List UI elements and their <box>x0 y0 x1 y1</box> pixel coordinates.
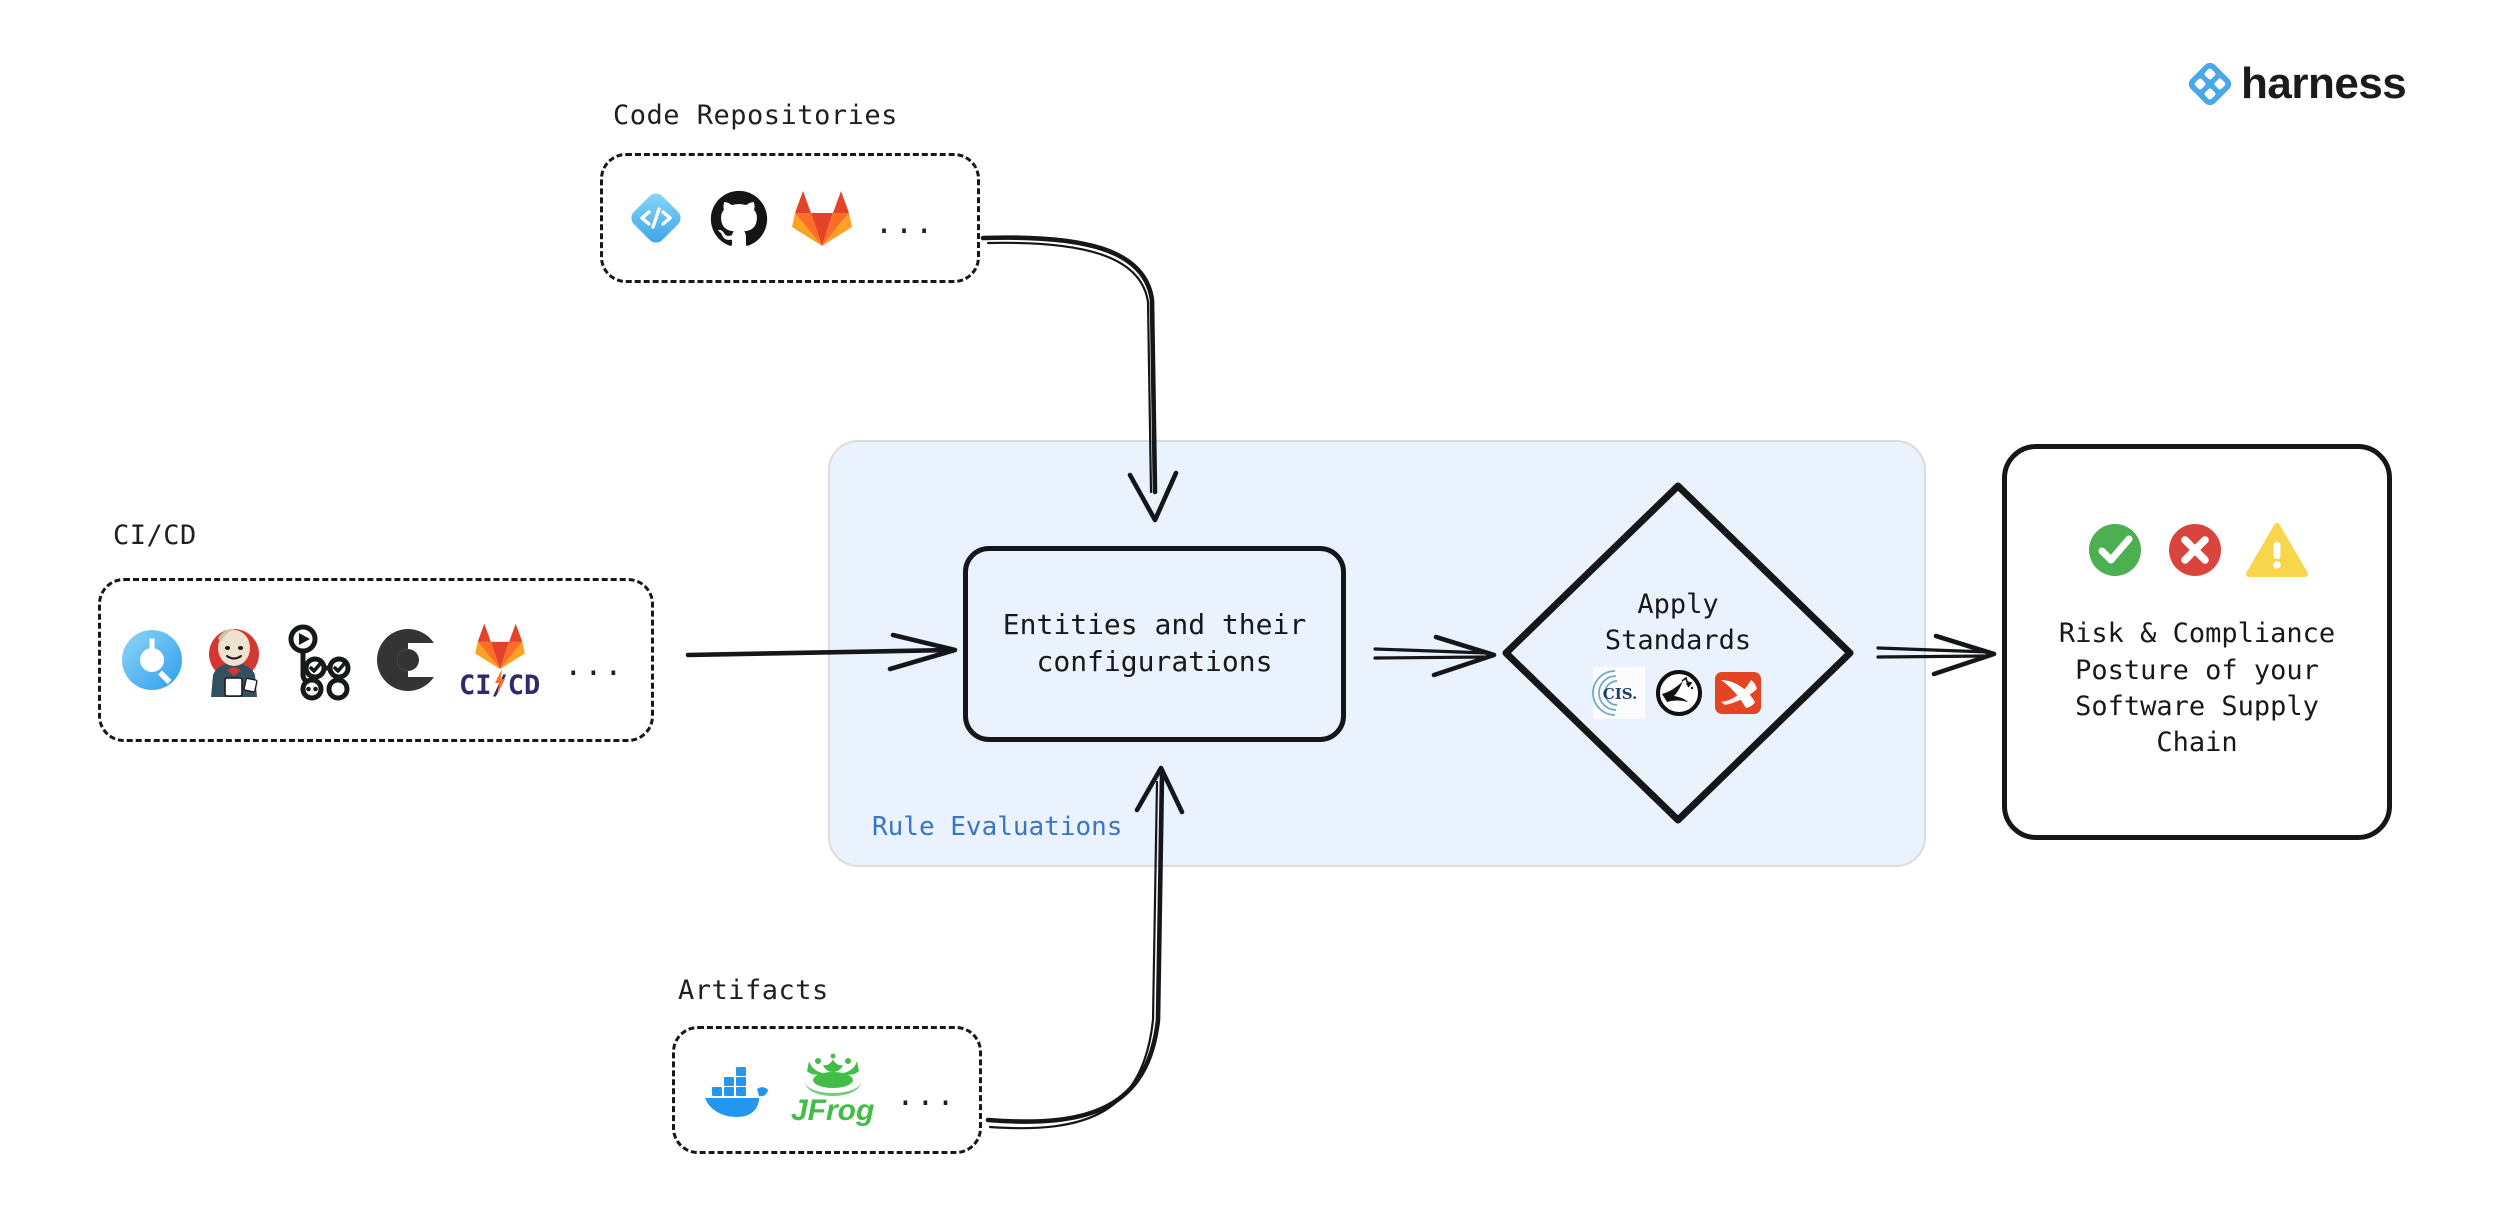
harness-diamond-logo-icon <box>2188 62 2232 106</box>
ci-cd-label: CI/CD <box>113 520 197 551</box>
artifacts-group: JFrog ... <box>672 1026 982 1154</box>
entities-and-configurations-box: Entities and their configurations <box>963 546 1346 742</box>
success-check-icon <box>2087 522 2143 578</box>
code-repositories-more: ... <box>875 206 936 241</box>
jenkins-icon <box>203 623 265 697</box>
github-icon <box>709 188 769 248</box>
risk-compliance-posture-box: Risk & Compliance Posture of your Softwa… <box>2002 444 2392 840</box>
docker-icon <box>697 1059 773 1121</box>
harness-ci-icon <box>119 627 185 693</box>
status-icon-row <box>2087 522 2308 578</box>
harness-logo: harness <box>2188 59 2407 108</box>
ci-cd-group: CI/CD ... <box>98 578 654 742</box>
jfrog-icon: JFrog <box>791 1053 875 1127</box>
gitlab-cicd-icon: CI/CD <box>459 622 540 699</box>
gitlab-icon <box>791 189 853 247</box>
jfrog-wordmark: JFrog <box>791 1093 875 1127</box>
entities-and-configurations-text: Entities and their configurations <box>1002 608 1307 678</box>
warning-triangle-icon <box>2246 522 2308 578</box>
error-cross-icon <box>2167 522 2223 578</box>
ci-cd-more: ... <box>564 648 625 683</box>
risk-compliance-posture-text: Risk & Compliance Posture of your Softwa… <box>2058 618 2336 759</box>
artifacts-label: Artifacts <box>678 975 829 1006</box>
code-repositories-group: ... <box>600 153 980 283</box>
circleci-icon <box>375 627 442 693</box>
harness-code-icon <box>625 187 687 249</box>
github-actions-icon <box>283 623 357 701</box>
harness-wordmark: harness <box>2241 59 2407 108</box>
rule-evaluations-label: Rule Evaluations <box>872 812 1123 842</box>
lightning-bolt-icon <box>494 668 505 695</box>
artifacts-more: ... <box>896 1078 957 1113</box>
code-repositories-label: Code Repositories <box>613 100 898 131</box>
